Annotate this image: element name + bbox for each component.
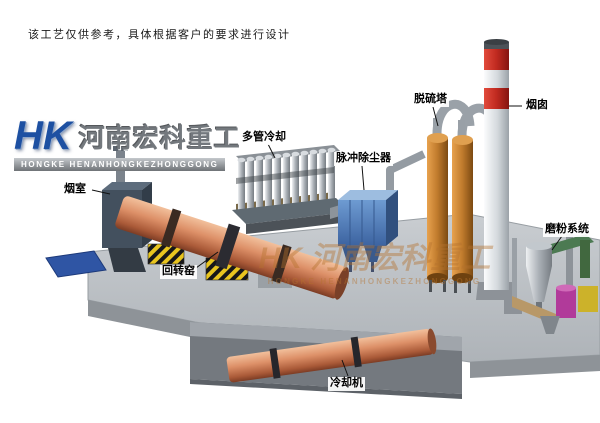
rotary-kiln xyxy=(115,196,349,300)
label-rotary-kiln: 回转窑 xyxy=(160,265,197,279)
chimney xyxy=(476,39,516,300)
label-desulfurization-tower: 脱硫塔 xyxy=(412,93,449,107)
blue-pad xyxy=(45,250,107,278)
label-pointer-lines xyxy=(91,105,563,377)
logo-company-name-en: HONGKE HENANHONGKEZHONGGONG xyxy=(14,158,226,171)
flue-duct xyxy=(386,150,426,194)
disclaimer-text: 该工艺仅供参考，具体根据客户的要求进行设计 xyxy=(28,29,291,41)
label-smoke-chamber: 烟室 xyxy=(62,183,88,197)
label-chimney: 烟囱 xyxy=(524,99,550,113)
desulfurization-towers xyxy=(427,100,499,293)
cooling-machine xyxy=(226,328,437,383)
label-pulse-dust-collector: 脉冲除尘器 xyxy=(334,152,393,166)
label-cooling-machine: 冷却机 xyxy=(328,377,365,391)
logo-company-name-cn: 河南宏科重工 xyxy=(78,122,241,153)
label-multi-tube-cooler: 多管冷却 xyxy=(240,131,288,145)
pulse-dust-collector xyxy=(330,190,398,272)
grinding-system xyxy=(512,234,598,334)
company-logo: HK 河南宏科重工 HONGKE HENANHONGKEZHONGGONG xyxy=(14,116,241,171)
logo-monogram: HK xyxy=(14,114,72,158)
label-grinding-system: 磨粉系统 xyxy=(543,223,591,237)
multi-tube-cooler xyxy=(232,145,350,234)
